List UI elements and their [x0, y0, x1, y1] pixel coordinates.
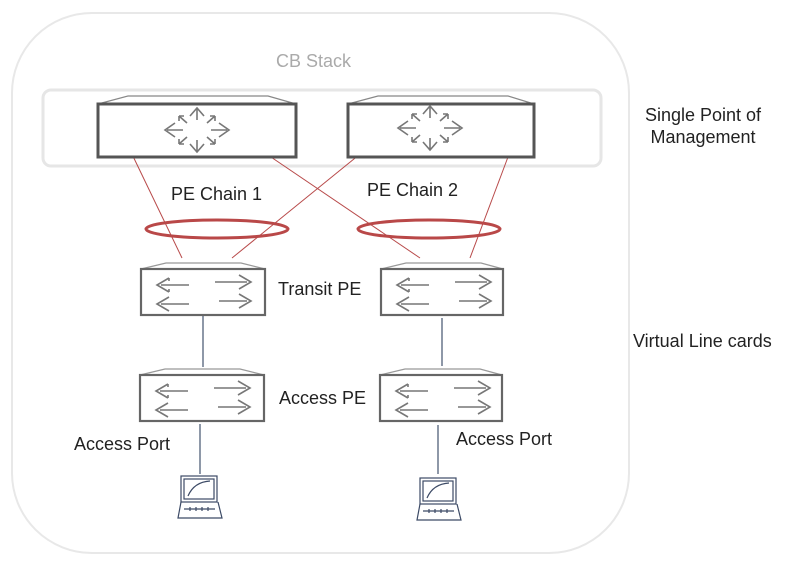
pe-chain-1-label: PE Chain 1	[171, 184, 263, 204]
control-bridge-2[interactable]	[346, 95, 536, 159]
management-label: Single Point of Management	[628, 104, 778, 148]
pe-chain-1-ring[interactable]	[144, 218, 290, 240]
management-label-line-2: Management	[650, 127, 756, 147]
management-frame	[41, 88, 603, 168]
pe-downlinks	[199, 316, 443, 474]
access-pe-1[interactable]	[138, 368, 266, 423]
link-cb2-transit1	[231, 149, 366, 259]
access-pe-label: Access PE	[279, 388, 367, 408]
stack-title: CB Stack	[276, 51, 352, 71]
transit-pe-1[interactable]	[139, 262, 267, 317]
access-pe-2[interactable]	[378, 368, 504, 423]
multi-direction-arrows-icon	[396, 104, 464, 152]
multi-direction-arrows-icon	[163, 106, 231, 154]
virtual-line-cards-label: Virtual Line cards	[633, 331, 772, 351]
stack-frame	[11, 12, 630, 554]
control-bridge-1[interactable]	[96, 95, 298, 159]
pe-chain-links	[129, 149, 509, 259]
pe-chain-2-ring[interactable]	[356, 218, 502, 240]
management-label-line-1: Single Point of	[644, 105, 762, 125]
access-port-label-1: Access Port	[74, 434, 171, 454]
link-cb2-transit2	[469, 156, 509, 259]
transit-pe-2[interactable]	[379, 262, 505, 317]
laptop-icon[interactable]	[416, 477, 462, 521]
link-cb1-transit2	[264, 152, 421, 259]
access-port-label-2: Access Port	[456, 429, 553, 449]
transit-pe-label: Transit PE	[278, 279, 362, 299]
link-cb1-transit1	[129, 149, 183, 259]
laptop-icon[interactable]	[177, 475, 223, 519]
pe-chain-2-label: PE Chain 2	[367, 180, 459, 200]
